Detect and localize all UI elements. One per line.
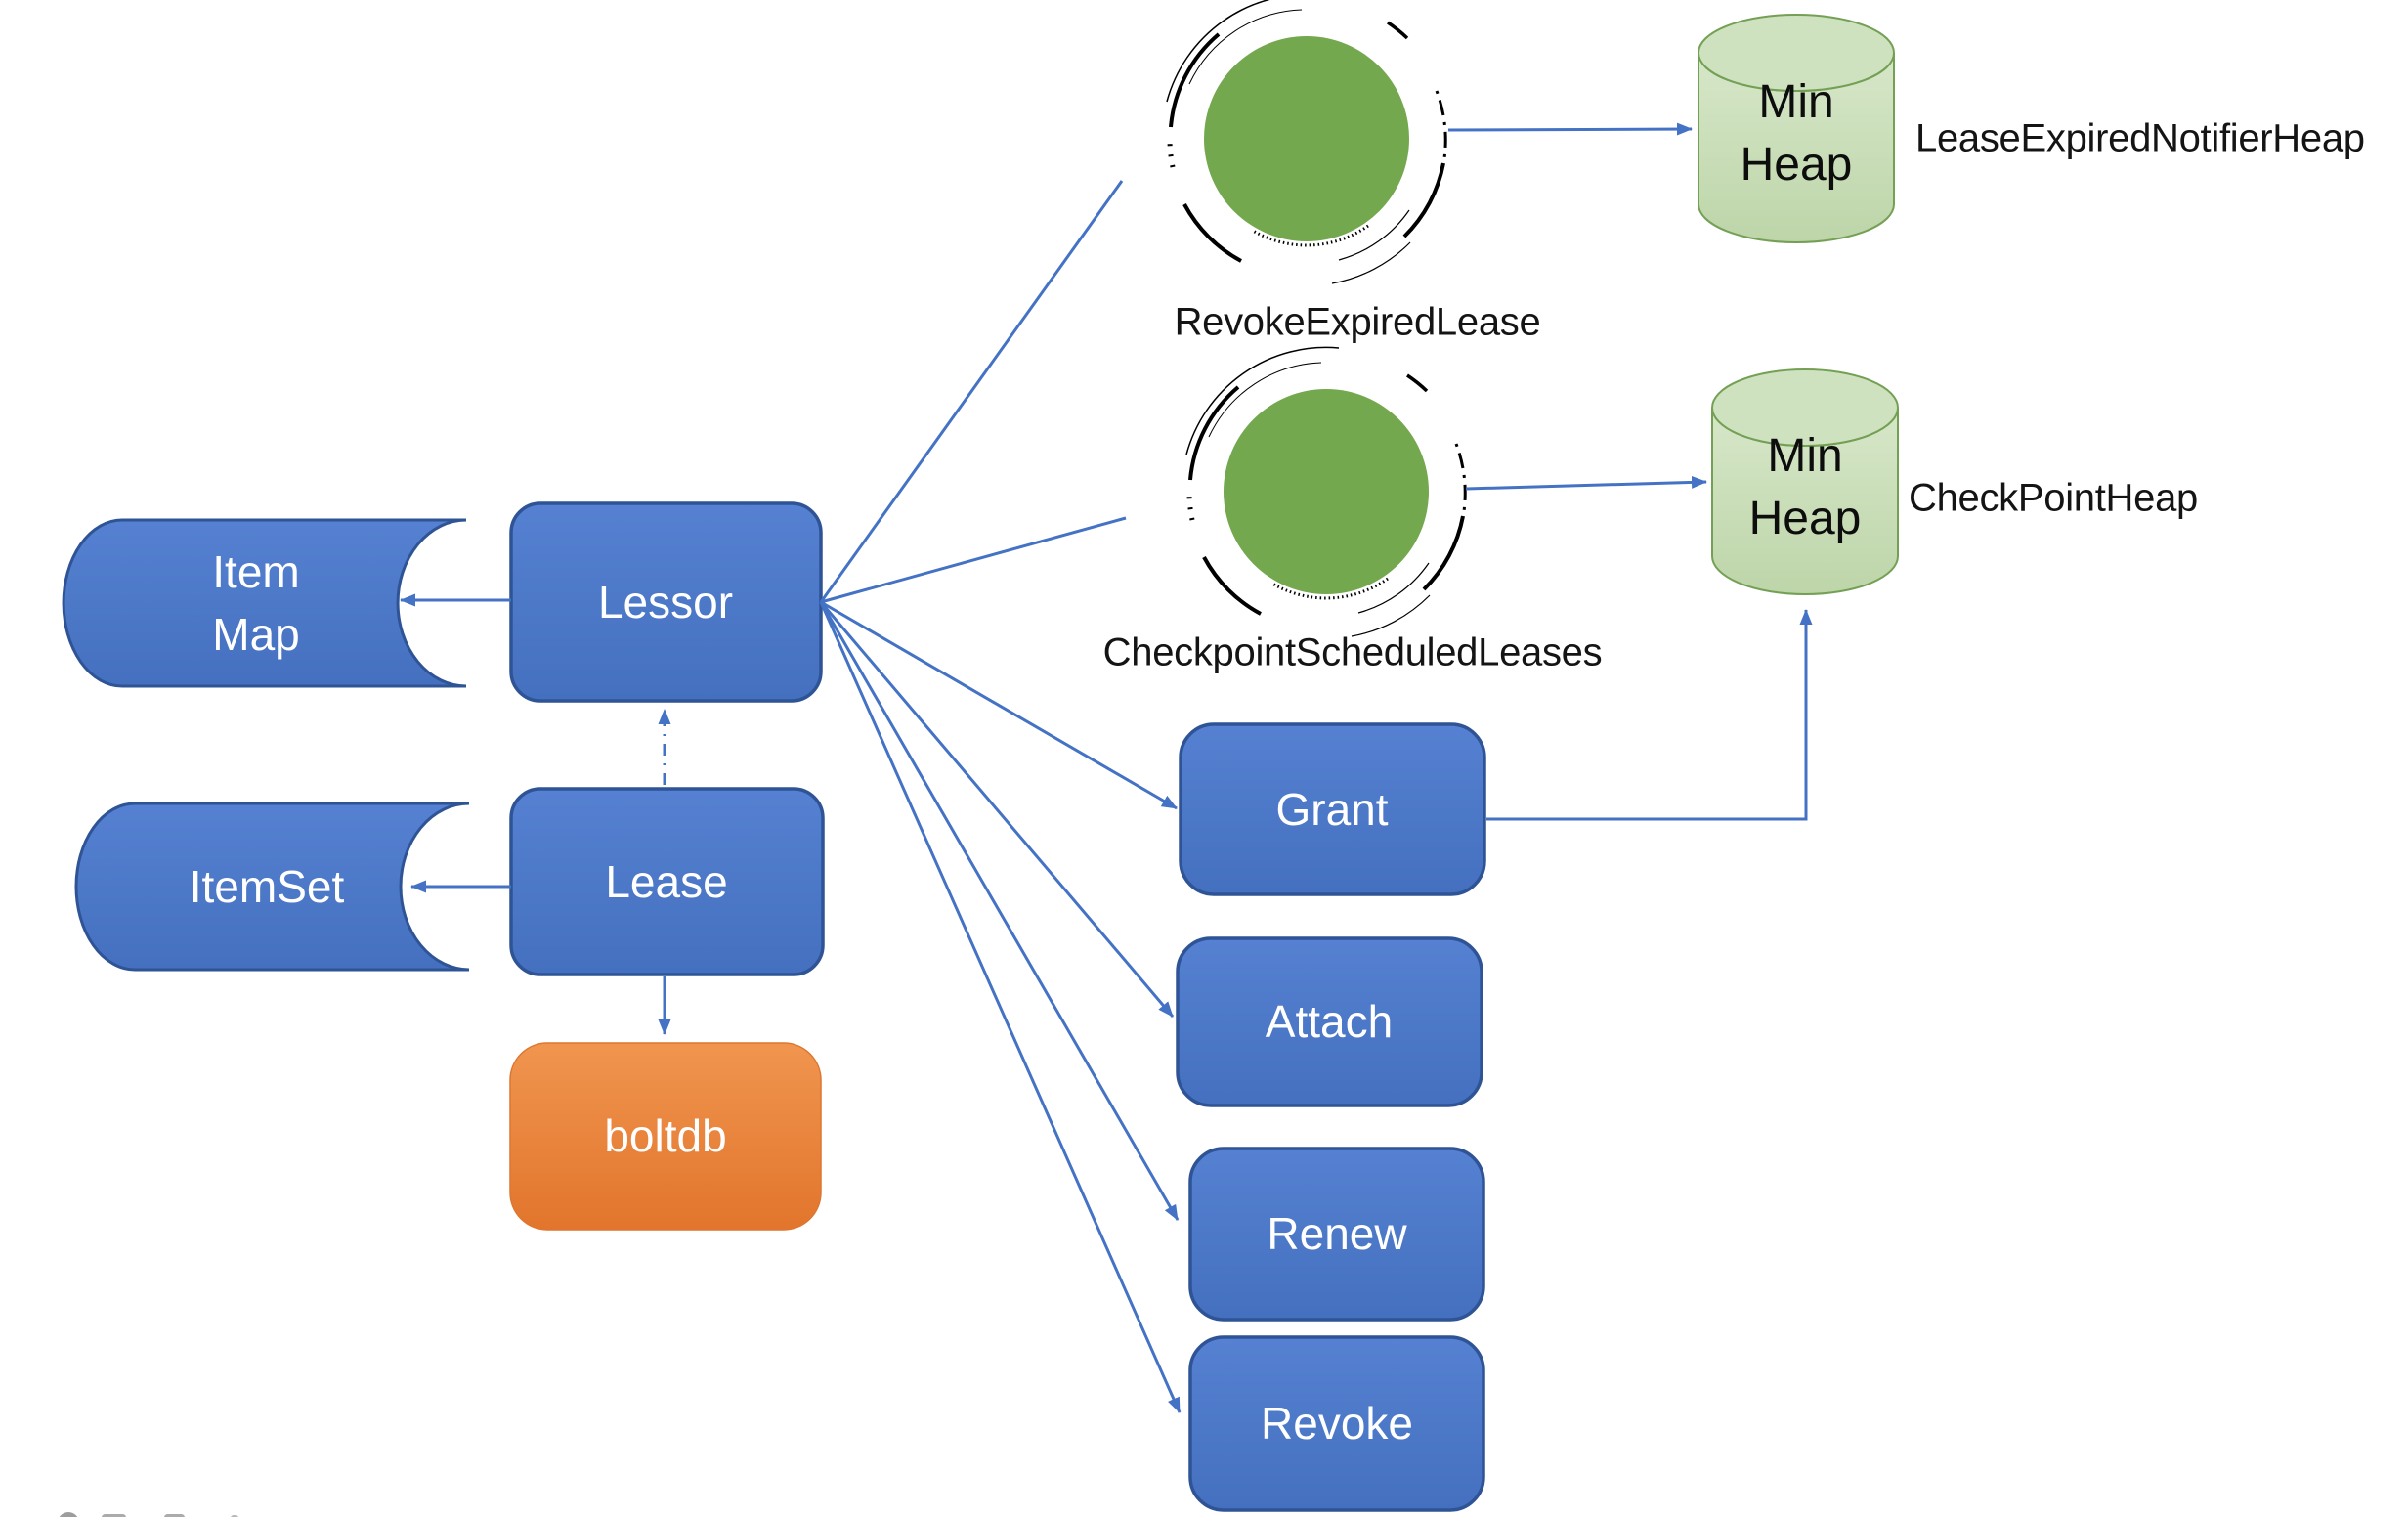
line-lessor-to-checkpoint-loop — [820, 516, 1127, 604]
item-set-shape — [74, 802, 470, 972]
arrow-lessor-to-revoke — [819, 601, 1182, 1413]
checkpoint-heap-cylinder — [1711, 368, 1899, 595]
lessor-label: Lessor — [597, 577, 734, 628]
checkpoint-heap-cylinder-label: Min Heap — [1748, 430, 1862, 544]
arrow-lessor-to-grant — [820, 600, 1178, 810]
grant-label: Grant — [1275, 784, 1389, 835]
lease-label: Lease — [605, 856, 728, 907]
revoke-expired-loop-icon — [1167, 0, 1445, 283]
boltdb-label: boltdb — [604, 1110, 727, 1161]
lease-expired-notifier-heap-caption: LeaseExpiredNotifierHeap — [1915, 116, 2365, 160]
arrow-loop-to-notifier-heap — [1447, 122, 1693, 136]
line-lessor-to-revoke-expired-loop — [819, 180, 1124, 603]
arrow-grant-to-checkpoint-heap — [1486, 609, 1813, 821]
checkpoint-heap-caption: CheckPointHeap — [1909, 476, 2198, 520]
attach-label: Attach — [1265, 996, 1394, 1047]
arrow-loop-to-checkpoint-heap — [1465, 475, 1707, 491]
lease-expired-notifier-heap-cylinder — [1698, 14, 1895, 243]
checkpoint-scheduled-loop-icon — [1186, 347, 1465, 636]
boltdb-box — [509, 1042, 822, 1231]
lease-box — [509, 787, 825, 976]
grant-box — [1179, 722, 1486, 896]
viewer-controls-cropped — [59, 1512, 238, 1517]
item-map-label: Item Map — [212, 546, 300, 660]
notifier-heap-label: Min Heap — [1740, 76, 1853, 191]
revoke-box — [1188, 1335, 1485, 1512]
arrow-lessor-to-attach — [819, 601, 1175, 1018]
attach-box — [1176, 936, 1484, 1107]
checkpoint-scheduled-leases-caption: CheckpointScheduledLeases — [1102, 630, 1603, 674]
item-map-shape — [62, 518, 467, 688]
revoke-expired-lease-caption: RevokeExpiredLease — [1174, 300, 1541, 344]
item-set-label: ItemSet — [189, 861, 345, 912]
arrow-lessor-to-renew — [819, 601, 1180, 1221]
renew-label: Renew — [1267, 1208, 1407, 1259]
renew-box — [1188, 1147, 1485, 1322]
revoke-label: Revoke — [1261, 1398, 1413, 1449]
